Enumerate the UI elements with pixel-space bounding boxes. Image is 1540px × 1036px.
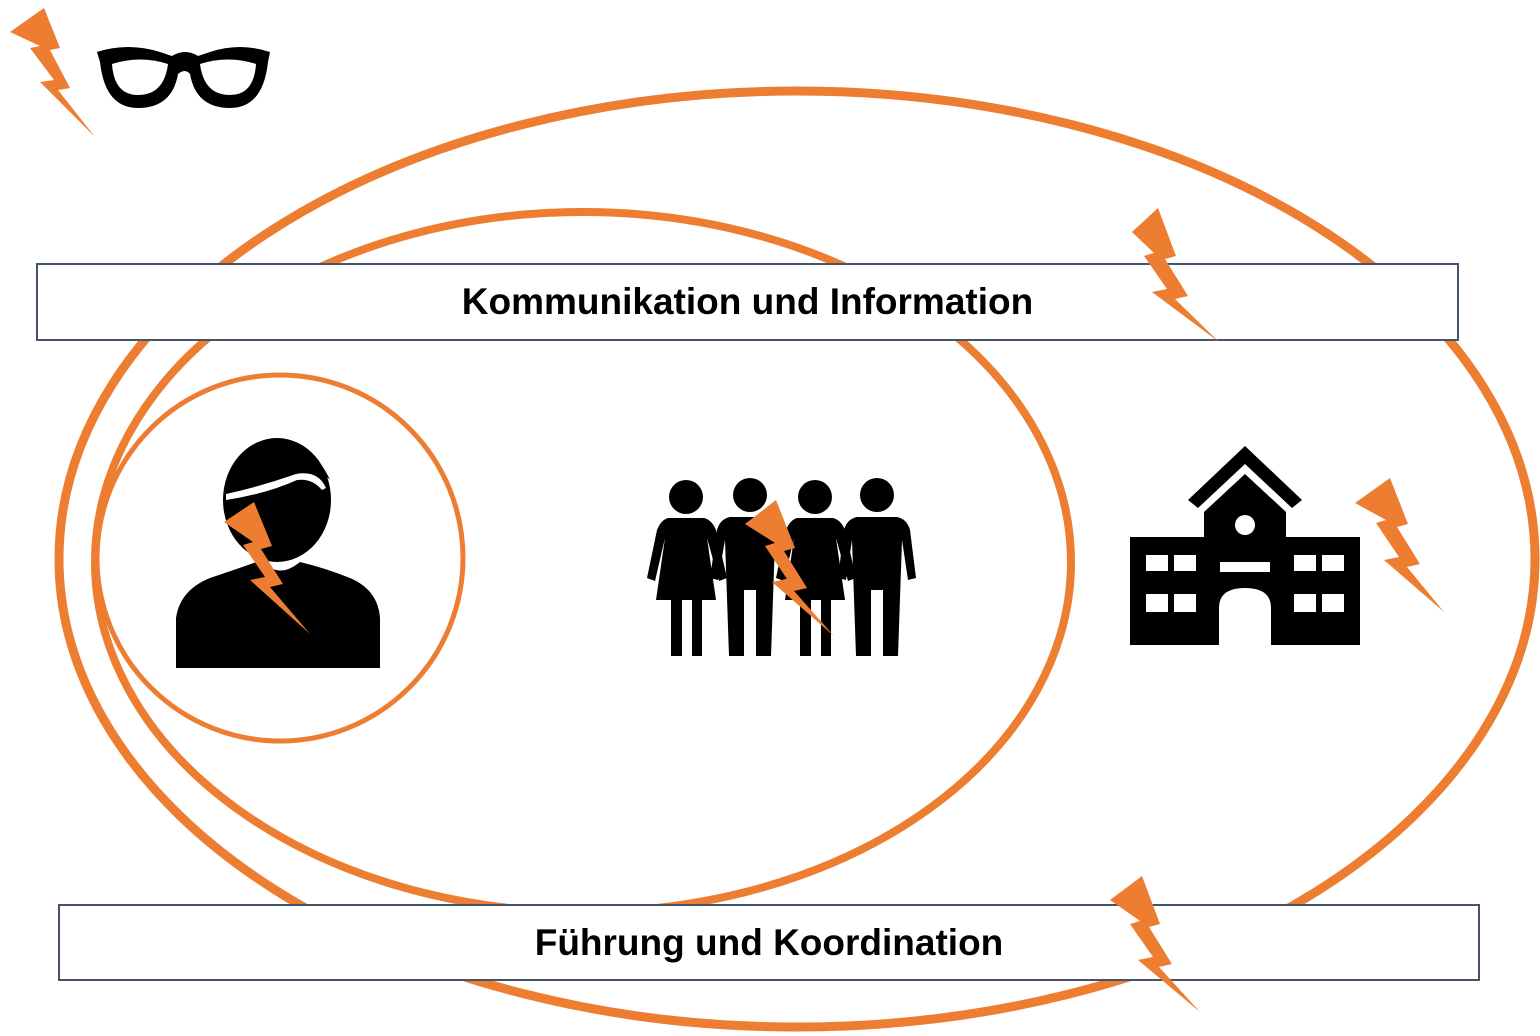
leadership-label-box: Führung und Koordination — [58, 904, 1480, 981]
school-building-icon — [1130, 446, 1360, 645]
communication-label-box: Kommunikation und Information — [36, 263, 1459, 341]
inner-circle — [94, 372, 466, 744]
group-of-people-icon — [647, 478, 916, 656]
outer-ellipse — [54, 86, 1540, 1032]
glasses-icon — [97, 47, 270, 108]
leadership-label: Führung und Koordination — [534, 921, 1004, 963]
lightning-bolt-icon — [10, 8, 95, 137]
communication-label: Kommunikation und Information — [461, 281, 1034, 322]
person-icon — [176, 438, 380, 668]
lightning-bolt-icon — [1355, 478, 1444, 612]
